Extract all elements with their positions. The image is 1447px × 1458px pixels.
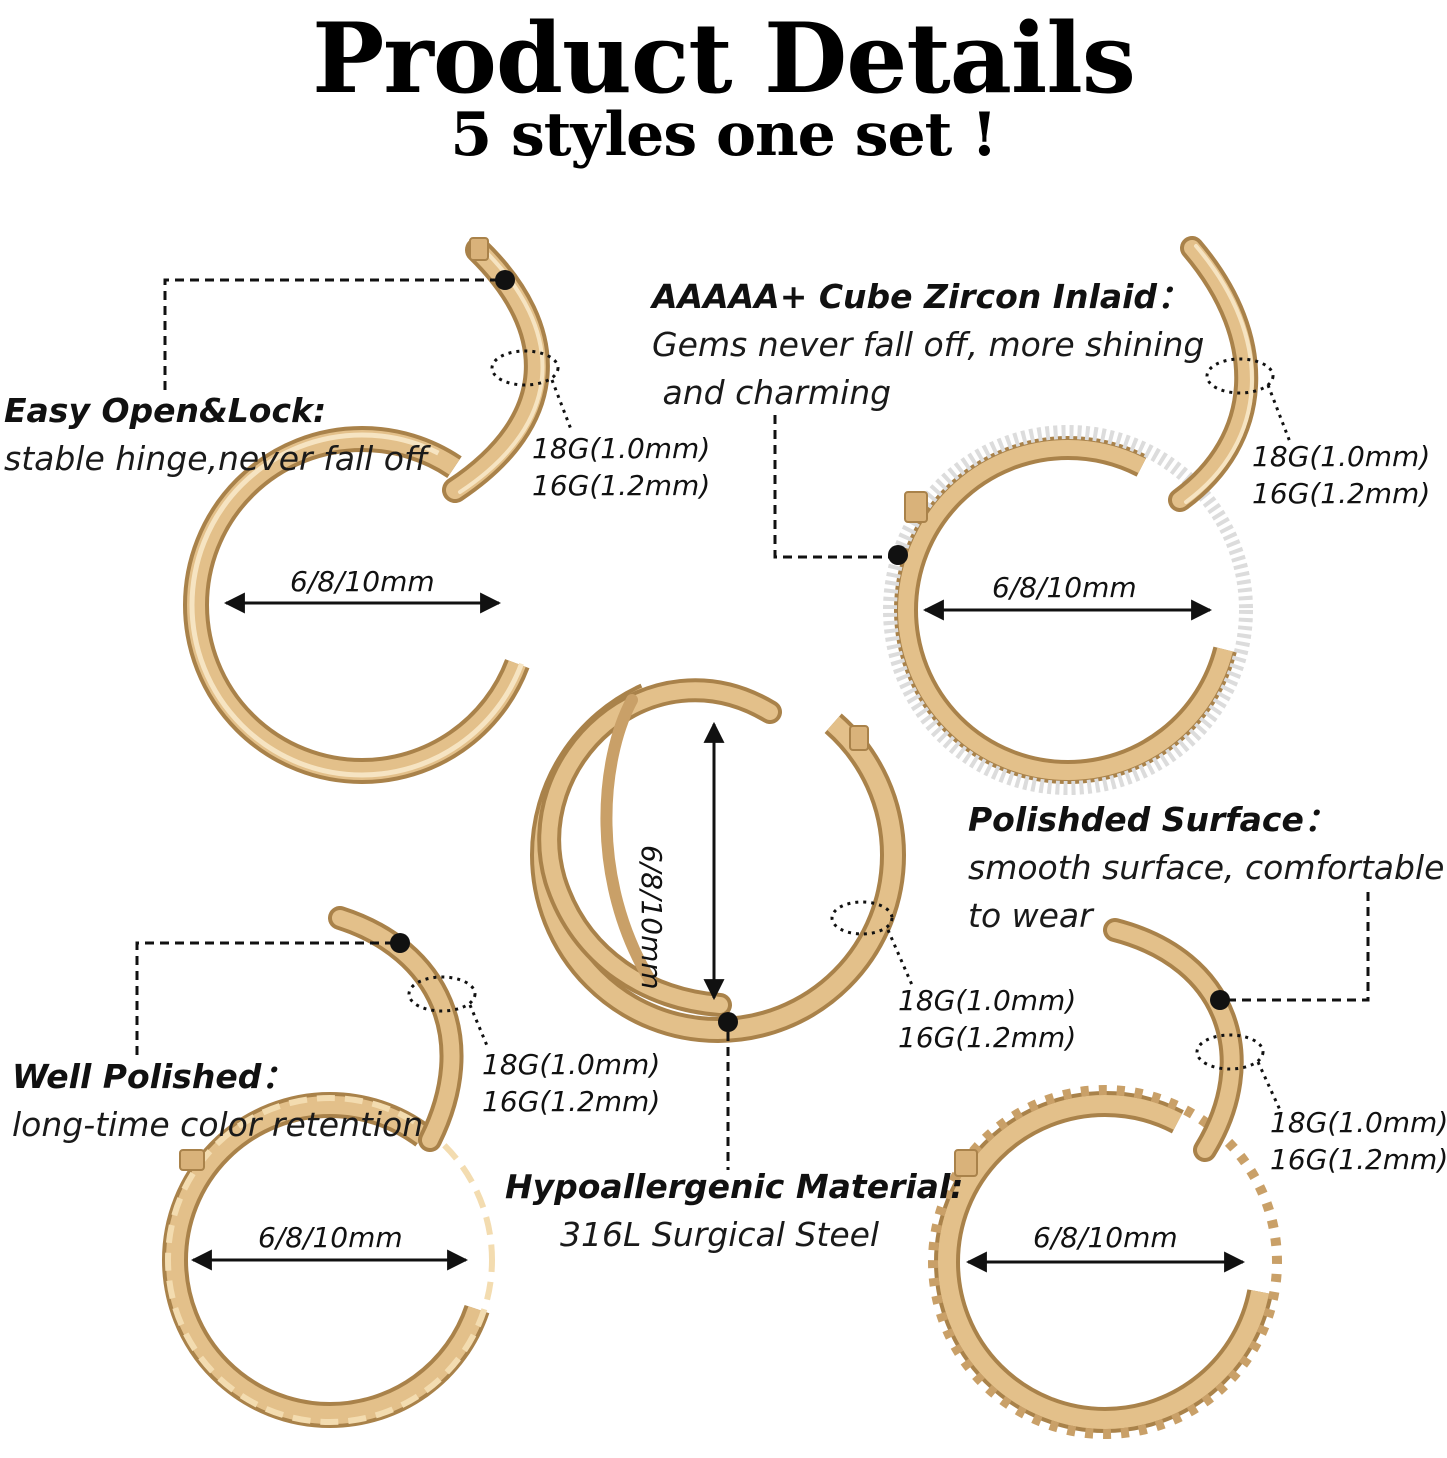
gauge-16g: 16G(1.2mm) xyxy=(482,1085,661,1119)
size-label-ring5: 6/8/10mm xyxy=(1033,1221,1178,1254)
page-subtitle: 5 styles one set ! xyxy=(450,100,997,170)
feature-desc-open-lock: stable hinge,never fall off xyxy=(4,439,428,478)
gauge-label-ring5: 18G(1.0mm) 16G(1.2mm) xyxy=(1270,1104,1447,1178)
feature-heading-well-polished: Well Polished： xyxy=(12,1057,295,1096)
gauge-18g: 18G(1.0mm) xyxy=(1270,1106,1447,1139)
ring-double-hoop xyxy=(530,667,914,1170)
ring-plain-hinged xyxy=(163,237,574,784)
gauge-label-ring1: 18G(1.0mm) 16G(1.2mm) xyxy=(532,430,710,504)
feature-heading-polished-surface: Polishded Surface： xyxy=(968,800,1337,839)
feature-heading-zircon: AAAAA+ Cube Zircon Inlaid： xyxy=(652,277,1191,316)
gauge-18g: 18G(1.0mm) xyxy=(482,1048,661,1081)
feature-desc-zircon-line1: Gems never fall off, more shining xyxy=(652,325,1205,364)
page-title: Product Details xyxy=(312,2,1136,115)
gauge-18g: 18G(1.0mm) xyxy=(532,432,711,465)
gauge-16g: 16G(1.2mm) xyxy=(532,469,711,503)
feature-heading-open-lock: Easy Open&Lock: xyxy=(4,391,327,430)
size-label-ring1: 6/8/10mm xyxy=(290,565,435,598)
ring-faceted xyxy=(135,906,498,1428)
ring-zircon-inlaid xyxy=(773,236,1292,795)
gauge-18g: 18G(1.0mm) xyxy=(1252,440,1431,473)
size-label-ring4: 6/8/10mm xyxy=(258,1221,403,1254)
feature-desc-polished-surface-line2: to wear xyxy=(968,896,1093,935)
feature-desc-hypoallergenic: 316L Surgical Steel xyxy=(560,1215,880,1254)
gauge-16g: 16G(1.2mm) xyxy=(898,1021,1077,1055)
gauge-16g: 16G(1.2mm) xyxy=(1270,1143,1447,1177)
gauge-label-ring4: 18G(1.0mm) 16G(1.2mm) xyxy=(482,1046,660,1120)
feature-desc-well-polished: long-time color retention xyxy=(12,1105,424,1144)
gauge-16g: 16G(1.2mm) xyxy=(1252,477,1431,511)
gauge-label-ring3: 18G(1.0mm) 16G(1.2mm) xyxy=(898,982,1076,1056)
feature-desc-polished-surface-line1: smooth surface, comfortable xyxy=(968,848,1445,887)
gauge-label-ring2: 18G(1.0mm) 16G(1.2mm) xyxy=(1252,438,1430,512)
size-label-ring3: 6/8/10mm xyxy=(635,845,668,990)
gauge-18g: 18G(1.0mm) xyxy=(898,984,1077,1017)
ring-beaded-edge xyxy=(928,892,1370,1439)
feature-heading-hypoallergenic: Hypoallergenic Material: xyxy=(505,1167,964,1206)
hinge-dot xyxy=(495,270,515,290)
size-label-ring2: 6/8/10mm xyxy=(992,571,1137,604)
feature-desc-zircon-line2: and charming xyxy=(652,373,892,412)
